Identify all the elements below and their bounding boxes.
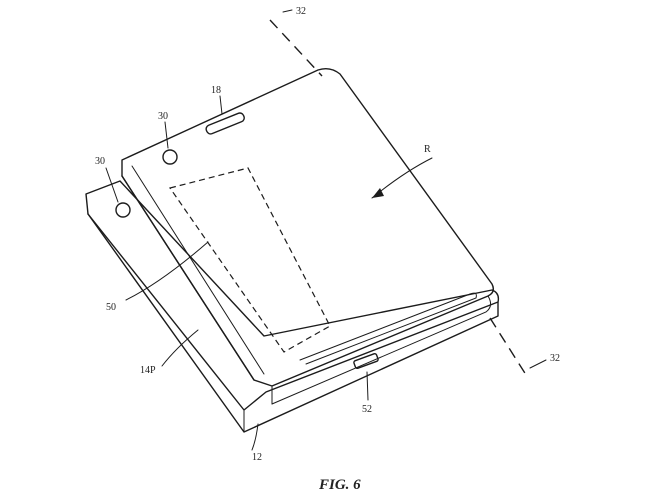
- leader-base: [251, 423, 259, 451]
- fold-axis-lower: [489, 317, 529, 379]
- sensor-slot: [205, 112, 245, 135]
- upper-panel-side: [131, 165, 265, 375]
- leader-port: [366, 371, 369, 401]
- leader-axis-top: [282, 9, 293, 13]
- label-camera-lower: 30: [95, 156, 105, 167]
- hinge-slot: [299, 292, 477, 365]
- leader-lower-panel: [161, 329, 199, 367]
- label-base: 12: [252, 452, 262, 463]
- upper-panel-edge: [121, 175, 255, 381]
- lower-panel-edge: [87, 213, 499, 433]
- bottom-port: [353, 353, 379, 369]
- lower-panel-outline: [85, 180, 500, 411]
- label-display-area: 50: [106, 302, 116, 313]
- label-region: R: [424, 144, 431, 155]
- label-sensor: 18: [211, 85, 221, 96]
- leader-camera-upper: [164, 121, 169, 149]
- label-axis-bottom: 32: [550, 353, 560, 364]
- label-lower-panel: 14P: [140, 365, 156, 376]
- leader-display-area: [125, 241, 209, 301]
- label-axis-top: 32: [296, 6, 306, 17]
- figure-caption: FIG. 6: [318, 477, 361, 493]
- hinge-curve: [271, 295, 492, 405]
- region-arrow: [372, 188, 384, 198]
- leader-axis-bottom: [529, 359, 547, 369]
- camera-lower: [115, 202, 131, 218]
- label-camera-upper: 30: [158, 111, 168, 122]
- label-port: 52: [362, 404, 372, 415]
- fold-axis-upper: [269, 19, 323, 77]
- camera-upper: [162, 149, 178, 165]
- leader-camera-lower: [105, 167, 119, 203]
- display-area-outline: [169, 167, 331, 353]
- leader-sensor: [219, 95, 223, 115]
